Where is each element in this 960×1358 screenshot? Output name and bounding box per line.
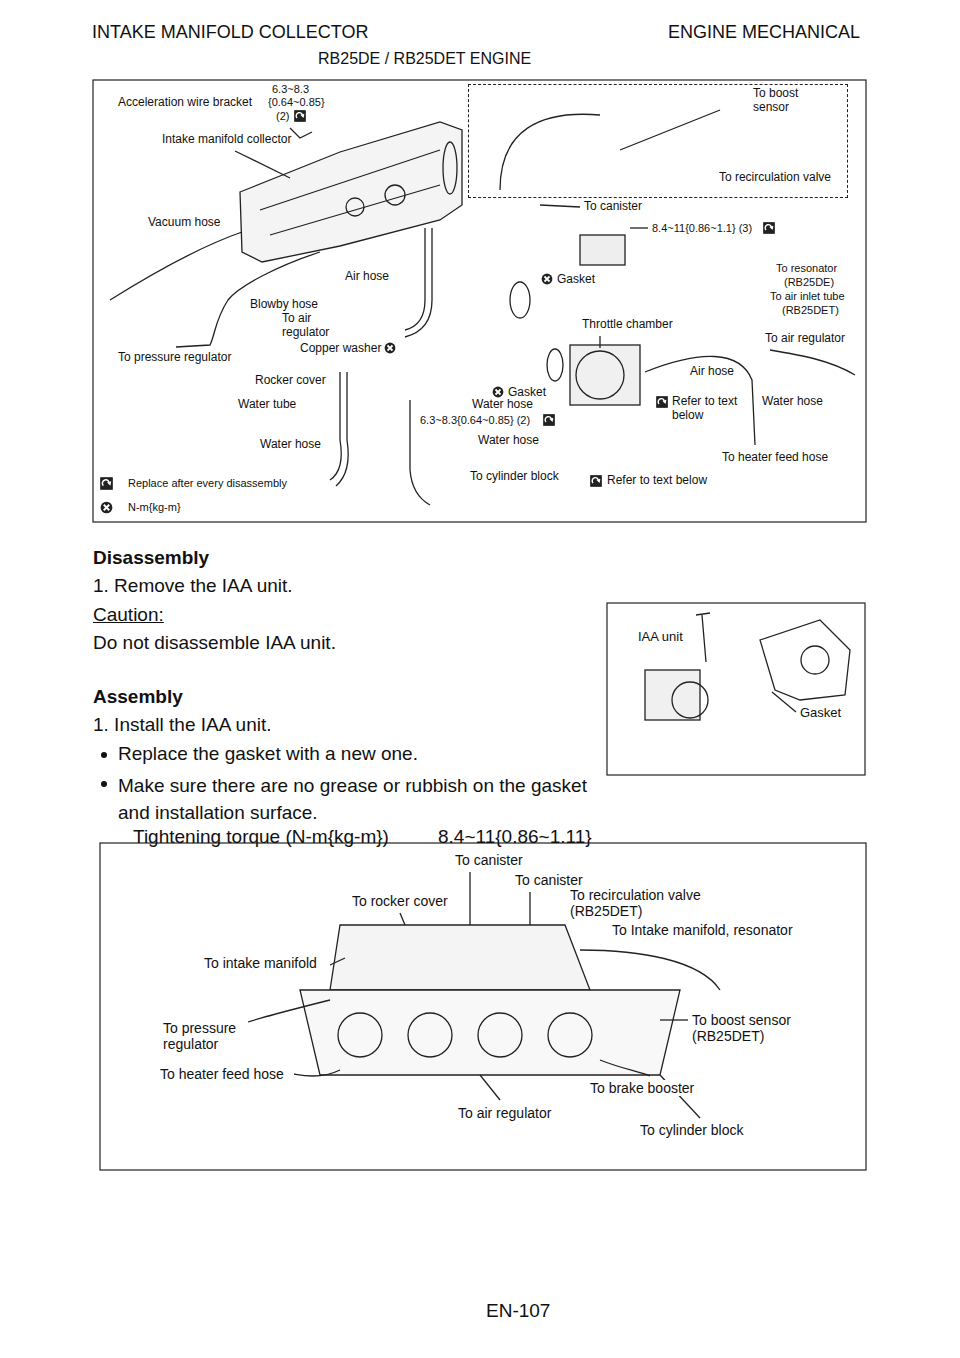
part-label: To cylinder block	[470, 470, 559, 484]
hose-label: To canister	[455, 852, 523, 868]
hose-label: To brake booster	[590, 1080, 694, 1096]
part-label: IAA unit	[638, 630, 683, 645]
header-text: RB25DE / RB25DET ENGINE	[318, 50, 531, 68]
part-label: Gasket	[557, 273, 595, 287]
part-label: To pressure regulator	[118, 351, 231, 365]
part-label: 8.4~11{0.86~1.1} (3)	[652, 222, 752, 235]
part-label: 6.3~8.3{0.64~0.85} (2)	[420, 414, 530, 427]
bullets	[101, 752, 107, 787]
hose-label: To cylinder block	[640, 1122, 744, 1138]
body-text: Replace the gasket with a new one.	[118, 743, 418, 765]
hose-label: To boost sensor (RB25DET)	[692, 1012, 802, 1044]
part-label: To air regulator	[765, 332, 845, 346]
body-text: 8.4~11{0.86~1.11}	[438, 826, 592, 848]
part-label: Intake manifold collector	[162, 133, 291, 147]
hose-label: To pressure regulator	[163, 1020, 243, 1052]
body-text: Make sure there are no grease or rubbish…	[118, 772, 598, 826]
part-label: Water hose	[260, 438, 321, 452]
hose-label: To intake manifold	[204, 955, 317, 971]
part-label: Rocker cover	[255, 374, 326, 388]
hose-label: To canister	[515, 872, 583, 888]
part-label: Water tube	[238, 398, 296, 412]
spec-icons	[101, 111, 775, 514]
part-label: Copper washer	[300, 342, 381, 356]
body-text: Do not disassemble IAA unit.	[93, 632, 336, 654]
page-number: EN-107	[486, 1300, 550, 1322]
part-label: Acceleration wire bracket	[118, 96, 252, 110]
part-label: Gasket	[800, 706, 841, 721]
section-heading: Assembly	[93, 686, 183, 708]
header-text: ENGINE MECHANICAL	[668, 22, 860, 43]
part-label: To air inlet tube	[770, 290, 845, 303]
part-label: To air regulator	[282, 312, 344, 340]
section-heading: Disassembly	[93, 547, 209, 569]
body-text: 1. Remove the IAA unit.	[93, 575, 293, 597]
part-label: Air hose	[690, 365, 734, 379]
node-text: To recirculation valve	[719, 171, 831, 185]
hose-label: To air regulator	[458, 1105, 551, 1121]
dashed-region: To boost sensor To recirculation valve	[468, 84, 848, 198]
top-figure	[110, 110, 855, 505]
part-label: (RB25DET)	[782, 304, 839, 317]
part-label: Refer to text below	[607, 474, 707, 488]
node-text: To boost sensor	[753, 87, 823, 115]
part-label: Refer to text below	[672, 395, 748, 423]
legend-text: Replace after every disassembly	[128, 477, 287, 490]
hose-label: To recirculation valve (RB25DET)	[570, 887, 735, 919]
body-text: Tightening torque (N-m{kg-m})	[133, 826, 389, 848]
part-label: To canister	[584, 200, 642, 214]
part-label: {0.64~0.85}	[268, 96, 325, 109]
part-label: Water hose	[762, 395, 823, 409]
figure-frames	[93, 80, 866, 1170]
part-label: To resonator	[776, 262, 837, 275]
legend-text: N-m{kg-m}	[128, 501, 181, 514]
page-title: INTAKE MANIFOLD COLLECTOR	[92, 22, 368, 43]
part-label: (RB25DE)	[784, 276, 834, 289]
part-label: Water hose	[472, 398, 533, 412]
part-label: Air hose	[345, 270, 389, 284]
part-label: Throttle chamber	[582, 318, 673, 332]
hose-label: To Intake manifold, resonator	[612, 922, 793, 938]
part-label: Blowby hose	[250, 298, 318, 312]
part-label: Water hose	[478, 434, 539, 448]
hose-label: To heater feed hose	[160, 1066, 284, 1082]
hose-label: To rocker cover	[352, 893, 448, 909]
part-label: Vacuum hose	[148, 216, 221, 230]
part-label: (2)	[276, 110, 289, 123]
body-text: 1. Install the IAA unit.	[93, 714, 272, 736]
body-text: Caution:	[93, 604, 164, 626]
part-label: To heater feed hose	[722, 451, 828, 465]
part-label: 6.3~8.3	[272, 83, 309, 96]
